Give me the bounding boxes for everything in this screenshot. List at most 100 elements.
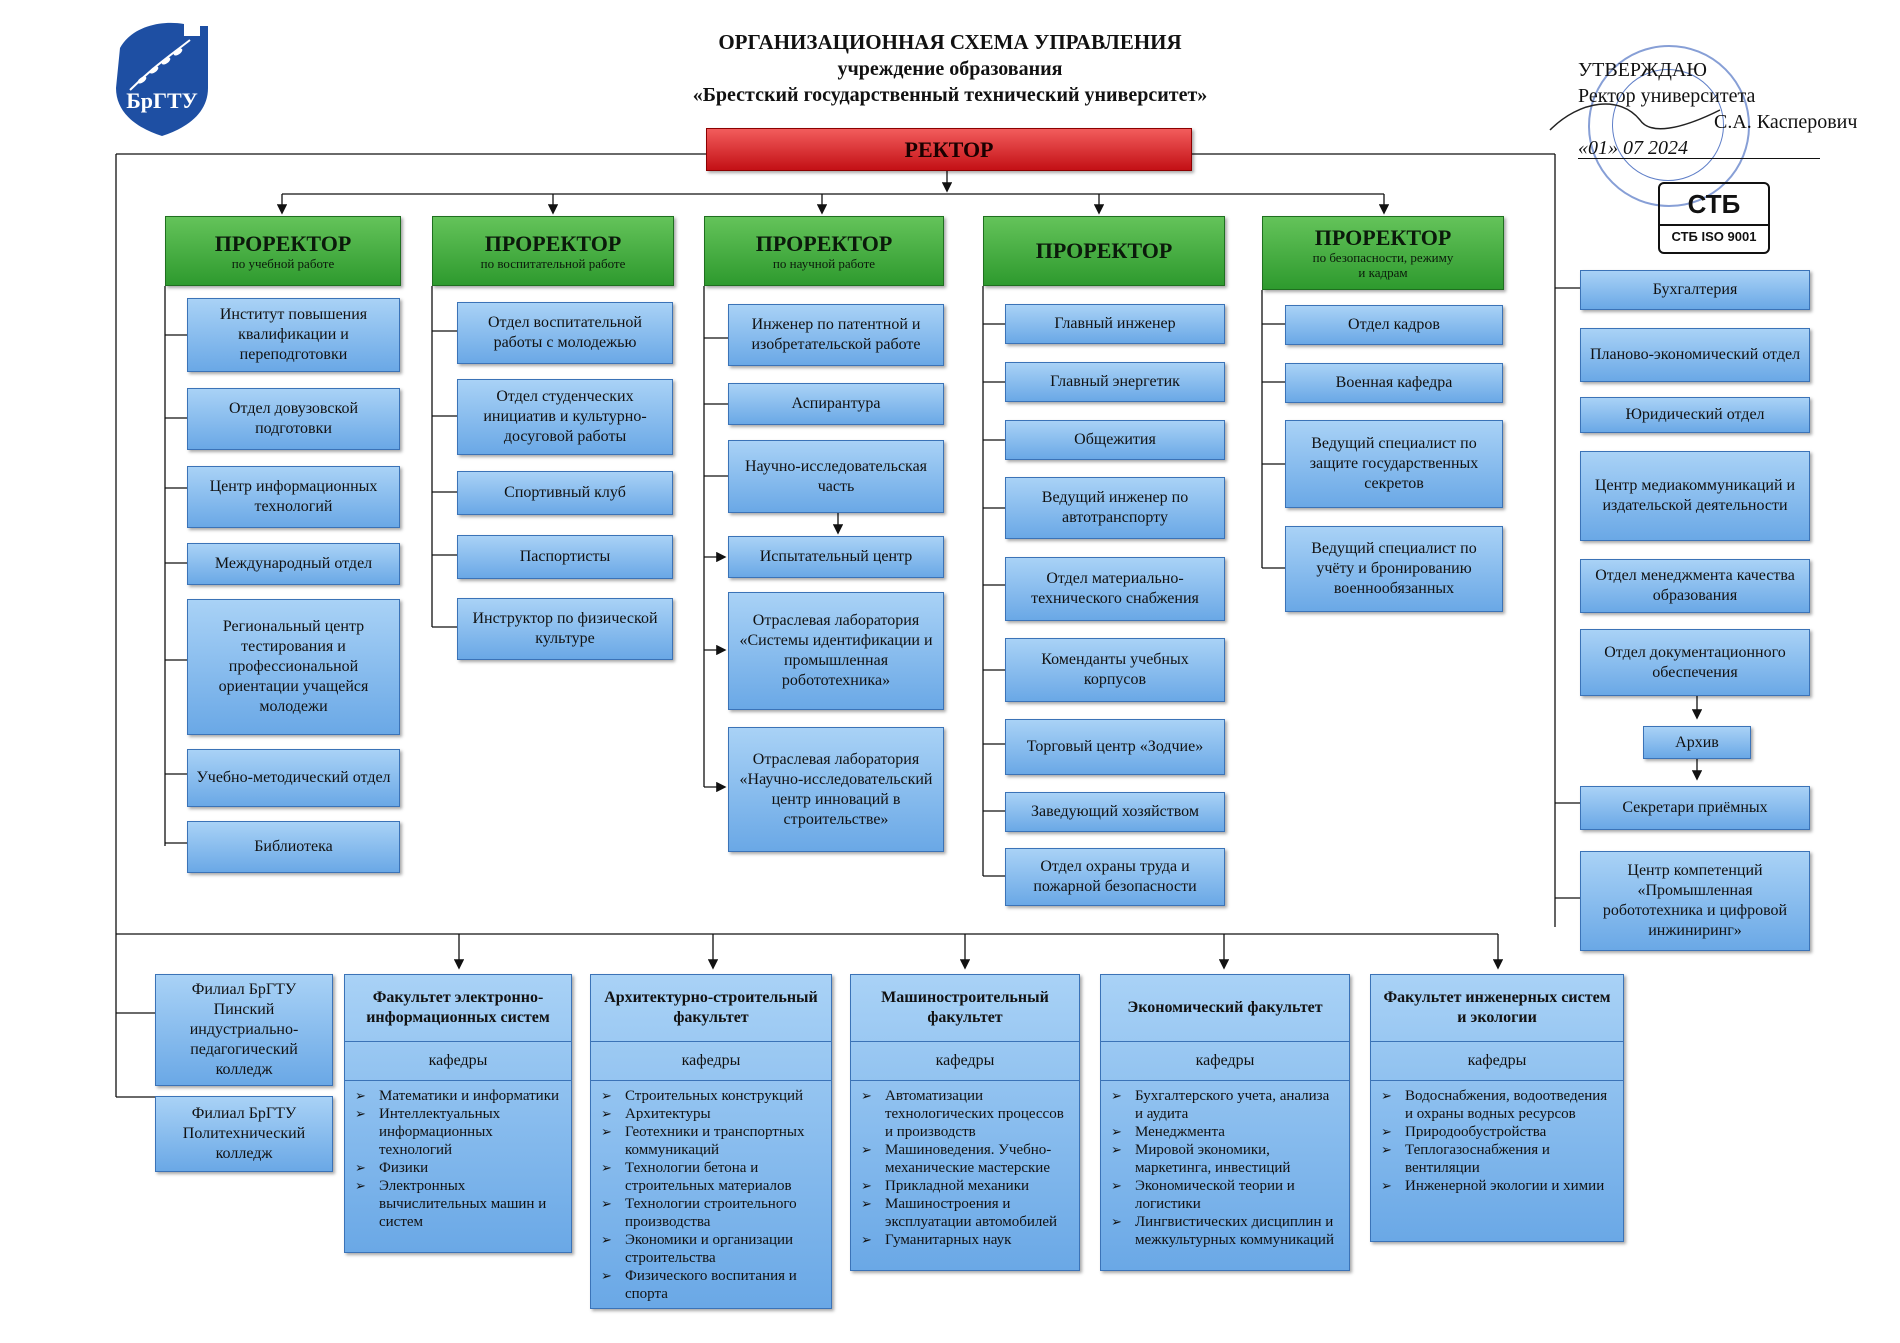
- unit-box: Ведущий специалист по учёту и бронирован…: [1285, 526, 1503, 612]
- department-item: Геотехники и транспортных коммуникаций: [601, 1123, 823, 1159]
- unit-box: Отдел документационного обеспечения: [1580, 629, 1810, 696]
- unit-box: Отраслевая лаборатория «Научно-исследова…: [728, 727, 944, 852]
- stb-text: СТБ ISO 9001: [1660, 224, 1768, 248]
- faculty-name: Машиностроительный факультет: [851, 975, 1079, 1042]
- prorector-academic: ПРОРЕКТОР по учебной работе: [165, 216, 401, 286]
- department-item: Технологии бетона и строительных материа…: [601, 1159, 823, 1195]
- faculty-card: Факультет электронно-информационных сист…: [344, 974, 572, 1253]
- departments-label: кафедры: [1101, 1042, 1349, 1081]
- departments-label: кафедры: [1371, 1042, 1623, 1081]
- department-item: Прикладной механики: [861, 1177, 1071, 1195]
- department-item: Интеллектуальных информационных технолог…: [355, 1105, 563, 1159]
- unit-box: Секретари приёмных: [1580, 786, 1810, 830]
- shield-logo-icon: [116, 22, 208, 137]
- chart-title: ОРГАНИЗАЦИОННАЯ СХЕМА УПРАВЛЕНИЯ: [718, 30, 1182, 54]
- departments-label: кафедры: [345, 1042, 571, 1081]
- unit-box: Отдел довузовской подготовки: [187, 388, 400, 450]
- department-item: Инженерной экологии и химии: [1381, 1177, 1615, 1195]
- unit-box: Отдел студенческих инициатив и культурно…: [457, 379, 673, 455]
- department-item: Машиностроения и эксплуатации автомобиле…: [861, 1195, 1071, 1231]
- prorector-title: ПРОРЕКТОР: [484, 230, 622, 256]
- department-item: Природообустройства: [1381, 1123, 1615, 1141]
- prorector-title: ПРОРЕКТОР: [214, 230, 352, 256]
- chart-subtitle: учреждение образования: [837, 58, 1063, 80]
- unit-box: Инженер по патентной и изобретательской …: [728, 304, 944, 366]
- branch-box: Филиал БрГТУ Пинский индустриально-педаг…: [155, 974, 333, 1086]
- prorector-security: ПРОРЕКТОР по безопасности, режиму и кадр…: [1262, 216, 1504, 290]
- faculty-card: Машиностроительный факультет кафедры Авт…: [850, 974, 1080, 1271]
- department-item: Бухгалтерского учета, анализа и аудита: [1111, 1087, 1341, 1123]
- prorector-general: ПРОРЕКТОР: [983, 216, 1225, 286]
- unit-box: Отдел кадров: [1285, 305, 1503, 345]
- department-item: Теплогазоснабжения и вентиляции: [1381, 1141, 1615, 1177]
- unit-box: Главный энергетик: [1005, 362, 1225, 402]
- unit-box: Испытательный центр: [728, 536, 944, 578]
- branch-box: Филиал БрГТУ Политехнический колледж: [155, 1096, 333, 1172]
- stb-certificate-badge: СТБ СТБ ISO 9001: [1658, 182, 1770, 254]
- approval-line-3: С.А. Касперович: [1714, 111, 1858, 133]
- unit-box: Центр медиакоммуникаций и издательской д…: [1580, 451, 1810, 541]
- unit-box: Инструктор по физической культуре: [457, 598, 673, 660]
- approval-line-2: Ректор университета: [1578, 85, 1756, 107]
- unit-box: Отраслевая лаборатория «Системы идентифи…: [728, 592, 944, 710]
- unit-box: Главный инженер: [1005, 304, 1225, 344]
- signature-icon: [1549, 103, 1721, 131]
- department-item: Электронных вычислительных машин и систе…: [355, 1177, 563, 1231]
- unit-box: Институт повышения квалификации и перепо…: [187, 298, 400, 372]
- unit-box: Архив: [1643, 726, 1751, 759]
- unit-box: Заведующий хозяйством: [1005, 792, 1225, 832]
- department-item: Автоматизации технологических процессов …: [861, 1087, 1071, 1141]
- unit-box: Общежития: [1005, 420, 1225, 460]
- unit-box: Отдел менеджмента качества образования: [1580, 559, 1810, 613]
- unit-box: Торговый центр «Зодчие»: [1005, 719, 1225, 775]
- rector-box: РЕКТОР: [706, 128, 1192, 171]
- prorector-subtitle: по научной работе: [772, 255, 876, 271]
- department-item: Экономики и организации строительства: [601, 1231, 823, 1267]
- unit-box: Центр информационных технологий: [187, 466, 400, 528]
- unit-box: Учебно-методический отдел: [187, 749, 400, 807]
- chart-subtitle-2: «Брестский государственный технический у…: [692, 84, 1208, 106]
- department-list: Математики и информатики Интеллектуальны…: [345, 1087, 571, 1231]
- unit-box: Региональный центр тестирования и профес…: [187, 599, 400, 735]
- department-item: Технологии строительного производства: [601, 1195, 823, 1231]
- departments-label: кафедры: [851, 1042, 1079, 1081]
- prorector-subtitle: по учебной работе: [231, 255, 335, 271]
- unit-box: Центр компетенций «Промышленная робототе…: [1580, 851, 1810, 951]
- department-item: Мировой экономики, маркетинга, инвестици…: [1111, 1141, 1341, 1177]
- prorector-subtitle: по воспитательной работе: [480, 255, 626, 271]
- unit-box: Бухгалтерия: [1580, 270, 1810, 310]
- faculty-card: Экономический факультет кафедры Бухгалте…: [1100, 974, 1350, 1271]
- department-list: Строительных конструкций Архитектуры Гео…: [591, 1087, 831, 1303]
- seal-stamp: [1588, 45, 1750, 207]
- faculty-name: Факультет электронно-информационных сист…: [345, 975, 571, 1042]
- faculty-card: Архитектурно-строительный факультет кафе…: [590, 974, 832, 1309]
- unit-box: Ведущий инженер по автотранспорту: [1005, 477, 1225, 539]
- unit-box: Библиотека: [187, 821, 400, 873]
- department-list: Автоматизации технологических процессов …: [851, 1087, 1079, 1249]
- prorector-science: ПРОРЕКТОР по научной работе: [704, 216, 944, 286]
- unit-box: Паспортисты: [457, 535, 673, 579]
- unit-box: Отдел материально-технического снабжения: [1005, 557, 1225, 621]
- unit-box: Ведущий специалист по защите государстве…: [1285, 420, 1503, 508]
- faculty-name: Архитектурно-строительный факультет: [591, 975, 831, 1042]
- approval-underline: [1578, 158, 1820, 159]
- department-item: Экономической теории и логистики: [1111, 1177, 1341, 1213]
- unit-box: Аспирантура: [728, 383, 944, 425]
- department-list: Бухгалтерского учета, анализа и аудита М…: [1101, 1087, 1349, 1249]
- department-item: Физического воспитания и спорта: [601, 1267, 823, 1303]
- seal-stamp-inner: [1612, 69, 1724, 181]
- unit-box: Международный отдел: [187, 543, 400, 585]
- unit-box: Отдел охраны труда и пожарной безопаснос…: [1005, 848, 1225, 906]
- stb-logo-icon: СТБ: [1687, 189, 1741, 219]
- unit-box: Коменданты учебных корпусов: [1005, 638, 1225, 702]
- university-logo: БрГТУ: [112, 18, 212, 138]
- prorector-title: ПРОРЕКТОР: [1314, 225, 1452, 250]
- department-item: Водоснабжения, водоотведения и охраны во…: [1381, 1087, 1615, 1123]
- prorector-educational: ПРОРЕКТОР по воспитательной работе: [432, 216, 674, 286]
- department-item: Менеджмента: [1111, 1123, 1341, 1141]
- department-item: Физики: [355, 1159, 563, 1177]
- faculty-name: Факультет инженерных систем и экологии: [1371, 975, 1623, 1042]
- department-item: Строительных конструкций: [601, 1087, 823, 1105]
- prorector-title: ПРОРЕКТОР: [755, 230, 893, 256]
